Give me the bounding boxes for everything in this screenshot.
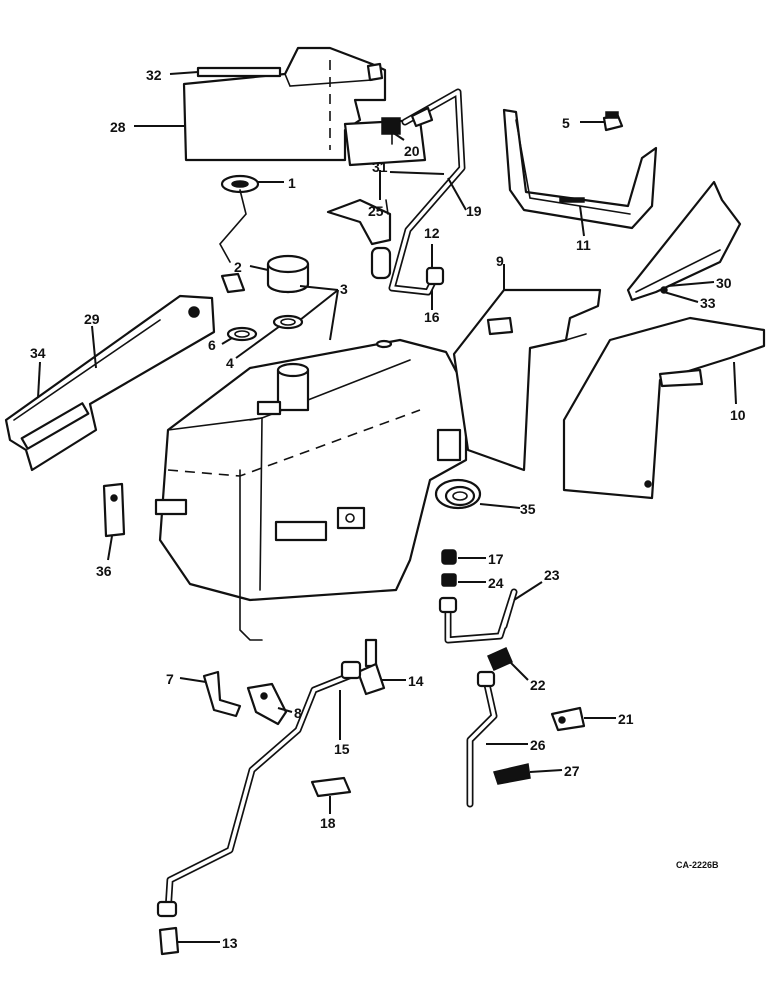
callout-34: 34 [30,345,46,361]
callout-31: 31 [372,159,388,175]
callout-10: 10 [730,407,746,423]
part-10-fender-shield [562,316,766,500]
callout-19: 19 [466,203,482,219]
part-14-shutoff-valve [356,638,386,696]
part-4-gasket [272,314,304,330]
callout-3: 3 [340,281,348,297]
callout-35: 35 [520,501,536,517]
callout-labels: 32 28 5 20 31 1 25 19 11 12 2 3 9 30 33 … [30,67,746,951]
part-11-tank-strap [502,108,658,230]
callout-17: 17 [488,551,504,567]
callout-26: 26 [530,737,546,753]
part-24-nut [441,573,457,587]
part-30-angle-bracket [626,180,742,302]
callout-24: 24 [488,575,504,591]
callout-5: 5 [562,115,570,131]
part-21-clamp [550,706,586,732]
callout-33: 33 [700,295,716,311]
callout-9: 9 [496,253,504,269]
callout-36: 36 [96,563,112,579]
part-19-pipe [370,88,466,296]
callout-11: 11 [576,237,591,253]
part-22-connector [487,647,513,671]
callout-7: 7 [166,671,174,687]
part-18-clip [310,776,352,798]
part-1-gauge-sender [219,174,260,294]
callout-29: 29 [84,311,100,327]
callout-20: 20 [404,143,420,159]
callout-30: 30 [716,275,732,291]
part-17-fitting [441,549,457,565]
fuel-tank [154,338,468,641]
part-28-shield-panel [182,46,387,162]
part-2-filler-cap [266,254,310,294]
callout-22: 22 [530,677,546,693]
leader-lines [37,71,737,943]
part-36-bracket [102,482,126,538]
callout-15: 15 [334,741,350,757]
part-9-rear-panel [452,288,602,472]
part-29-side-rail [4,294,216,472]
part-27-clip [493,763,531,785]
callout-12: 12 [424,225,440,241]
callout-6: 6 [208,337,216,353]
callout-18: 18 [320,815,336,831]
part-15-fuel-pipe [156,660,362,918]
callout-25: 25 [368,203,384,219]
diagram-code: CA-2226B [676,860,719,870]
callout-21: 21 [618,711,634,727]
callout-4: 4 [226,355,234,371]
part-6-ring [226,326,258,342]
part-26-hose [466,670,498,808]
part-7-clip [202,670,242,718]
part-35-grommet [434,478,482,510]
callout-32: 32 [146,67,162,83]
callout-23: 23 [544,567,560,583]
callout-27: 27 [564,763,580,779]
callout-13: 13 [222,935,238,951]
callout-2: 2 [234,259,242,275]
callout-28: 28 [110,119,126,135]
callout-16: 16 [424,309,440,325]
callout-1: 1 [288,175,296,191]
callout-14: 14 [408,673,424,689]
callout-8: 8 [294,705,302,721]
part-8-clip [246,682,288,726]
part-5-plug [602,111,624,132]
part-31-bracket [326,117,427,246]
part-23-pipe [438,588,518,644]
part-13-fitting [158,926,180,956]
